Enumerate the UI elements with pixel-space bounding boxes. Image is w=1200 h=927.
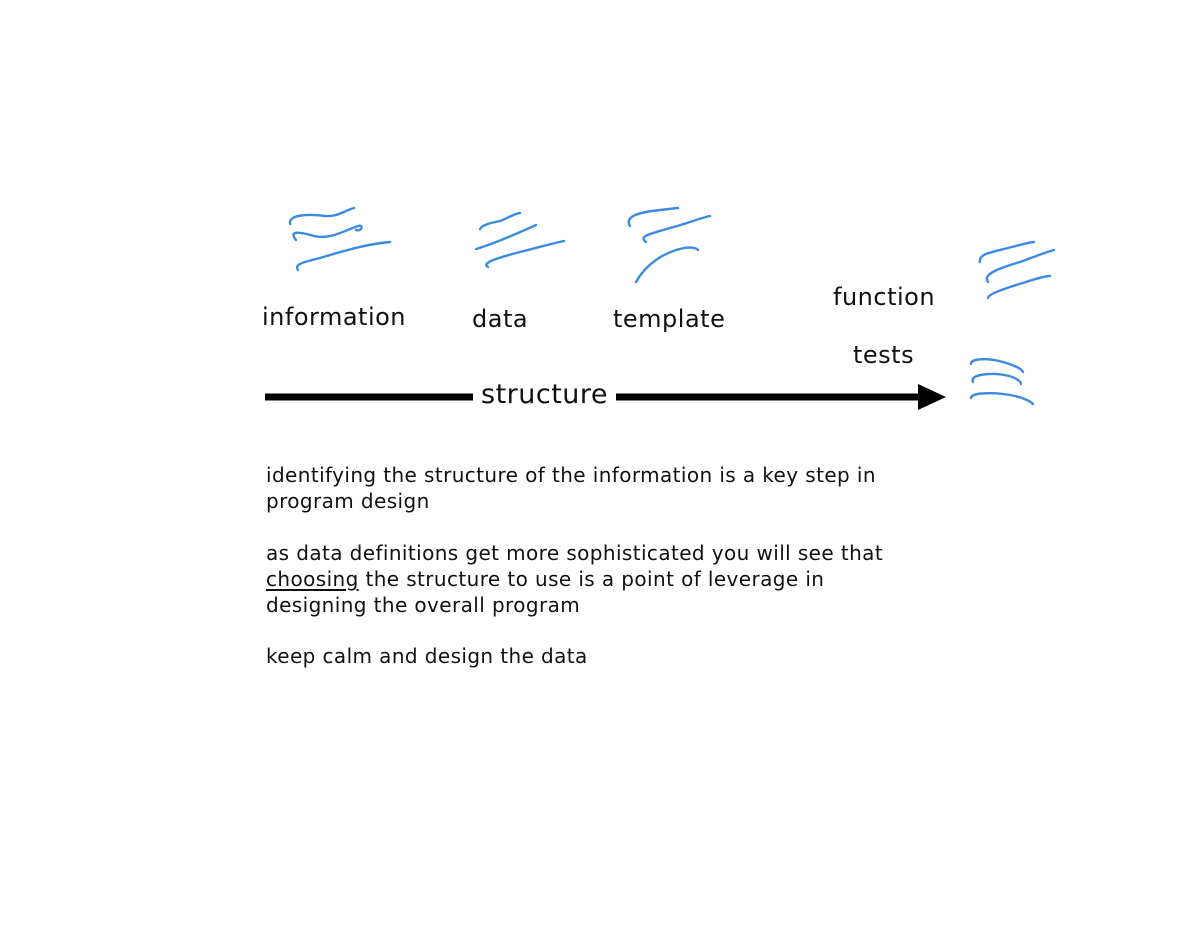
paragraph-leverage-pre: as data definitions get more sophisticat…	[266, 541, 884, 565]
label-template: template	[613, 305, 726, 333]
paragraph-leverage: as data definitions get more sophisticat…	[266, 540, 926, 618]
arrow-head-icon	[918, 384, 946, 410]
paragraph-structure-key-step: identifying the structure of the informa…	[266, 463, 876, 513]
arrow-label-structure: structure	[473, 378, 617, 412]
paragraph-leverage-post: the structure to use is a point of lever…	[266, 567, 825, 617]
label-tests: tests	[853, 341, 915, 369]
scribble-data-icon	[474, 211, 566, 269]
scribble-tests-icon	[969, 358, 1035, 406]
label-information: information	[262, 303, 407, 331]
underlined-word-choosing: choosing	[266, 567, 359, 591]
label-data: data	[472, 305, 529, 333]
scribble-information-icon	[288, 206, 392, 272]
paragraph-keep-calm: keep calm and design the data	[266, 644, 588, 668]
scribble-template-icon	[627, 206, 712, 284]
scribble-function-icon	[978, 240, 1056, 300]
label-function: function	[833, 283, 936, 311]
